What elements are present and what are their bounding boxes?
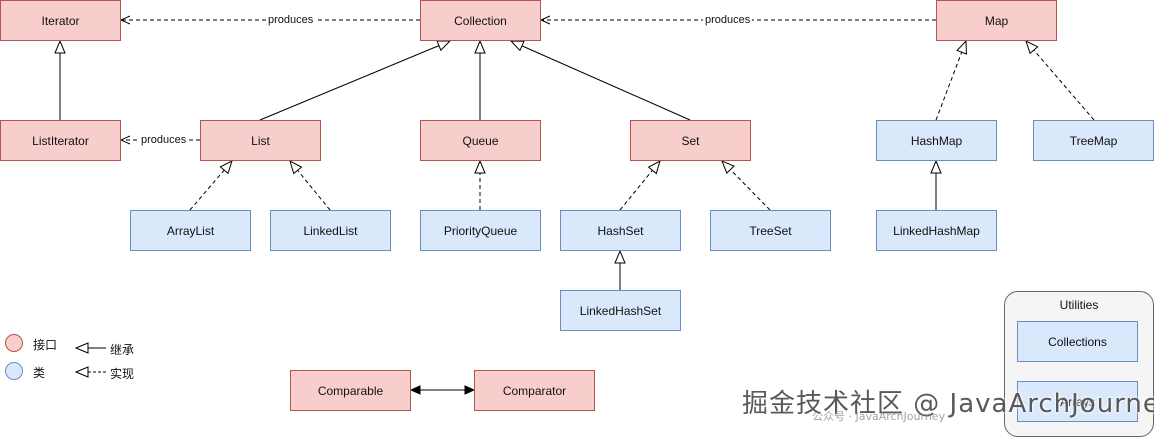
node-treemap: TreeMap — [1033, 120, 1154, 161]
edge-list-extends-collection — [259, 41, 450, 121]
legend-class-label: 类 — [33, 366, 46, 380]
legend-interface-swatch — [5, 334, 23, 352]
utilities-group: Utilities Collections Arrays — [1004, 291, 1154, 437]
legend-interface-label: 接口 — [33, 338, 58, 352]
produces-label-collection: produces — [703, 14, 753, 26]
legend-inherit-label: 继承 — [110, 343, 135, 357]
node-linkedlist: LinkedList — [270, 210, 391, 251]
node-treeset: TreeSet — [710, 210, 831, 251]
node-arraylist: ArrayList — [130, 210, 251, 251]
produces-label-iterator: produces — [266, 14, 316, 26]
node-linkedhashset: LinkedHashSet — [560, 290, 681, 331]
edge-treeset-implements-set — [722, 161, 771, 211]
node-map: Map — [936, 0, 1057, 41]
node-linkedhashmap: LinkedHashMap — [876, 210, 997, 251]
edge-set-extends-collection — [511, 41, 691, 121]
node-set: Set — [630, 120, 751, 161]
edge-linkedlist-implements-list — [290, 161, 331, 211]
node-queue: Queue — [420, 120, 541, 161]
watermark-sub: 公众号 · JavaArchJourney — [812, 410, 946, 423]
node-listiterator: ListIterator — [0, 120, 121, 161]
node-priorityqueue: PriorityQueue — [420, 210, 541, 251]
utilities-title: Utilities — [1059, 298, 1099, 312]
edge-hashset-implements-set — [619, 161, 660, 211]
node-hashset: HashSet — [560, 210, 681, 251]
node-comparable: Comparable — [290, 370, 411, 411]
edge-arraylist-implements-list — [189, 161, 232, 211]
legend-implement-label: 实现 — [110, 367, 135, 381]
edge-treemap-implements-map — [1026, 41, 1095, 121]
produces-label-listiterator: produces — [139, 134, 189, 146]
node-collection: Collection — [420, 0, 541, 41]
edge-hashmap-implements-map — [935, 41, 966, 121]
node-comparator: Comparator — [474, 370, 595, 411]
node-arrays: Arrays — [1017, 381, 1138, 422]
node-hashmap: HashMap — [876, 120, 997, 161]
legend-class-swatch — [5, 362, 23, 380]
node-list: List — [200, 120, 321, 161]
node-iterator: Iterator — [0, 0, 121, 41]
node-collections: Collections — [1017, 321, 1138, 362]
watermark: 掘金技术社区 @ JavaArchJourney — [742, 389, 1154, 419]
